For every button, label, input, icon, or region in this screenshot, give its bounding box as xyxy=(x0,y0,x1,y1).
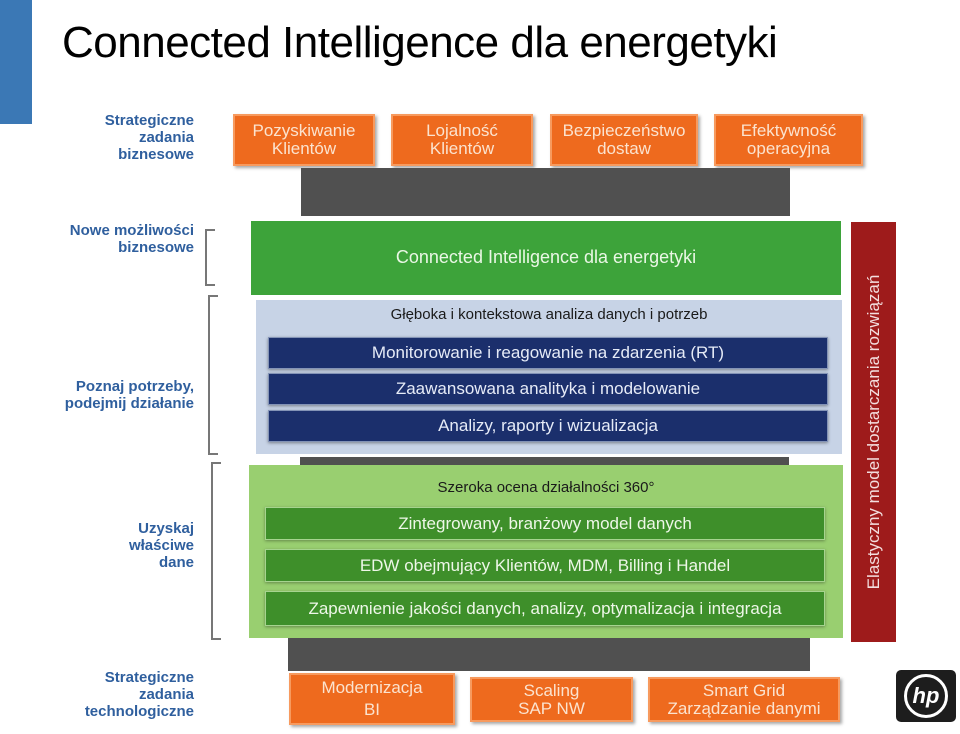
label-strategic-business: Strategiczne zadania biznesowe xyxy=(104,112,194,163)
tech-goal-sap-line2: SAP NW xyxy=(518,698,585,718)
tech-goal-bi: Modernizacja BI xyxy=(289,673,455,725)
goal-operational-efficiency: Efektywność operacyjna xyxy=(714,114,863,166)
hp-logo: hp xyxy=(896,670,956,722)
analysis-layer-analytics: Zaawansowana analityka i modelowanie xyxy=(268,373,828,405)
page-title: Connected Intelligence dla energetyki xyxy=(62,18,778,67)
label-strategic-tech: Strategiczne zadania technologiczne xyxy=(84,669,194,720)
tech-goal-smart-grid: Smart Grid Zarządzanie danymi xyxy=(648,677,840,722)
data-layer-model: Zintegrowany, branżowy model danych xyxy=(265,507,825,540)
data-layer-edw: EDW obejmujący Klientów, MDM, Billing i … xyxy=(265,549,825,582)
data-layer-quality: Zapewnienie jakości danych, analizy, opt… xyxy=(265,591,825,626)
analysis-layer-reporting: Analizy, raporty i wizualizacja xyxy=(268,410,828,442)
tech-goal-smart-grid-line2: Zarządzanie danymi xyxy=(667,698,821,718)
goal-supply-security: Bezpieczeństwo dostaw xyxy=(550,114,698,166)
tech-goal-bi-line1: Modernizacja xyxy=(321,678,423,697)
tech-goal-sap: Scaling SAP NW xyxy=(470,677,633,722)
data-heading: Szeroka ocena działalności 360° xyxy=(437,479,655,496)
bracket-opportunities xyxy=(205,229,215,286)
bracket-needs xyxy=(208,295,218,455)
goal-customer-acquisition: Pozyskiwanie Klientów xyxy=(233,114,375,166)
label-know-needs: Poznaj potrzeby, podejmij działanie xyxy=(64,378,194,412)
analysis-heading: Głęboka i kontekstowa analiza danych i p… xyxy=(390,306,708,323)
flexible-delivery-label: Elastyczny model dostarczania rozwiązań xyxy=(863,274,883,590)
tech-goal-bi-line2: BI xyxy=(363,700,381,719)
tech-goal-smart-grid-line1: Smart Grid xyxy=(702,680,786,700)
goal-customer-loyalty: Lojalność Klientów xyxy=(391,114,533,166)
tech-goal-sap-line1: Scaling xyxy=(523,680,580,700)
connector-bar-bottom xyxy=(288,637,810,671)
connected-intelligence-box: Connected Intelligence dla energetyki xyxy=(251,221,841,295)
analysis-layer-monitoring: Monitorowanie i reagowanie na zdarzenia … xyxy=(268,337,828,369)
label-new-opportunities: Nowe możliwości biznesowe xyxy=(69,222,194,256)
connector-bar-top xyxy=(301,168,790,216)
connected-intelligence-label: Connected Intelligence dla energetyki xyxy=(395,247,697,267)
bracket-data xyxy=(211,462,221,640)
flexible-delivery-box: Elastyczny model dostarczania rozwiązań xyxy=(851,222,896,642)
accent-bar xyxy=(0,0,32,124)
hp-logo-mark: hp xyxy=(904,674,948,718)
connector-bar-middle xyxy=(300,457,789,467)
label-get-data: Uzyskaj właściwe dane xyxy=(128,520,194,571)
